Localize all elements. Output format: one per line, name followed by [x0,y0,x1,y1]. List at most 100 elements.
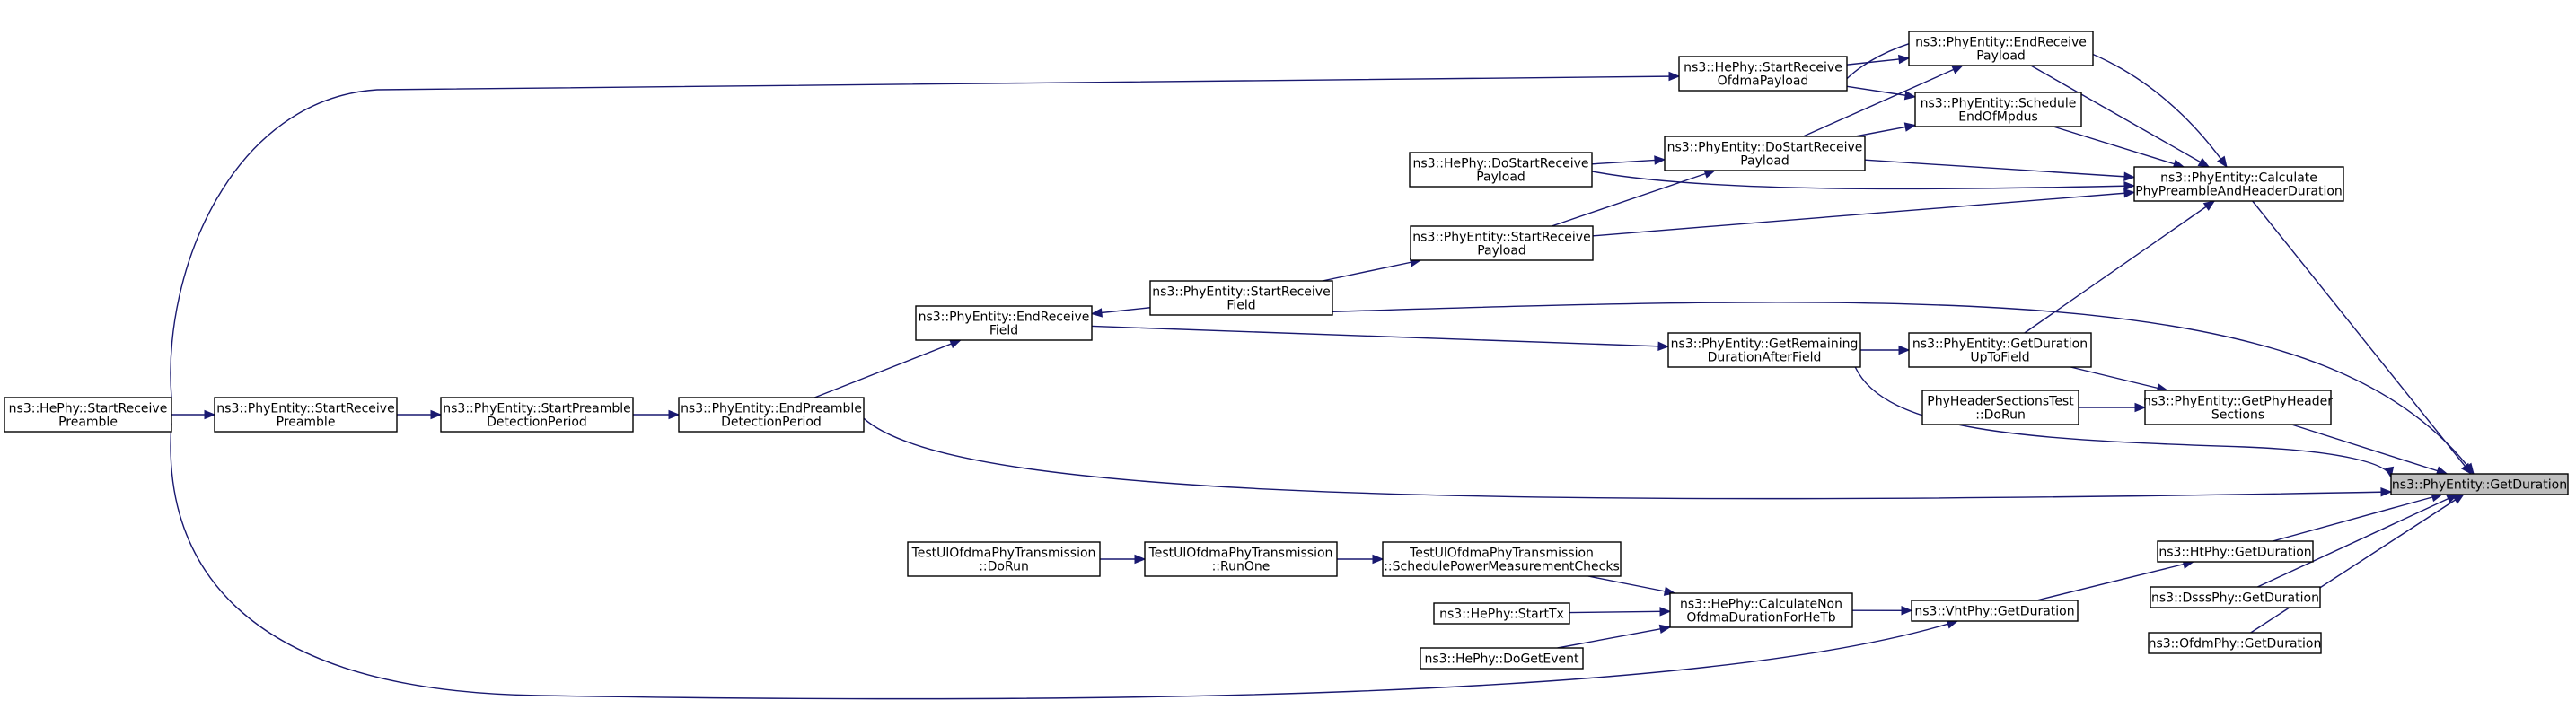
node-label-line: ns3::PhyEntity::GetDuration [2392,478,2567,493]
edge-calc_preamble_header-to-getduration [2252,200,2473,476]
node-box [1667,332,1861,368]
edge-do_start_receive_payload-to-schedule_end_of_mpdus [1855,122,1917,137]
node-getduration[interactable]: ns3::PhyEntity::GetDuration [2390,473,2569,495]
node-box [1409,152,1593,188]
node-box [440,397,634,433]
edge-hephy_start_receive_preamble-to-phyentity_start_receive_preamble [171,409,216,420]
arrowhead-icon [2217,155,2228,169]
node-box [1921,390,2079,425]
node-label-line: EndOfMpdus [1958,110,2038,125]
edge-line [2024,200,2215,334]
node-label-line: TestUlOfdmaPhyTransmission [911,547,1096,561]
arrowhead-icon [430,409,443,420]
arrowhead-icon [1372,554,1385,565]
node-label-line: Preamble [277,416,336,430]
edge-get_remaining_duration-to-get_duration_uptofield [1860,345,1911,355]
node-label-line: ns3::HePhy::StartReceive [1684,61,1842,75]
arrowhead-icon [2380,486,2393,497]
node-box [2133,166,2344,202]
node-phy-header-sections-test[interactable]: PhyHeaderSectionsTest::DoRun [1921,390,2079,425]
edge-do_run_ulofdma-to-run_one [1100,554,1147,565]
arrowhead-icon [1898,345,1911,355]
arrowhead-icon [1654,155,1666,165]
node-label-line: ns3::HePhy::DoStartReceive [1412,157,1588,171]
node-box [1420,647,1584,670]
edge-do_start_receive_payload-to-calc_preamble_header [1864,159,2136,181]
node-label-line: Sections [2211,408,2264,423]
node-vht-getduration[interactable]: ns3::VhtPhy::GetDuration [1911,600,2079,622]
node-box [678,397,865,433]
edge-hephy_starttx-to-calc_nonofdma [1569,607,1672,617]
edge-ofdm_getduration-to-getduration [2250,494,2465,634]
node-schedule-power[interactable]: TestUlOfdmaPhyTransmission::SchedulePowe… [1382,541,1622,577]
arrowhead-icon [2452,494,2465,504]
node-box [1144,541,1338,577]
node-box [2390,473,2569,495]
edge-line [813,339,962,398]
node-label-line: Payload [1477,244,1526,258]
edge-start_preamble_detection-to-end_preamble_detection [633,409,681,420]
edge-phy_header_sections_test-to-get_phy_header_sections [2079,402,2147,413]
arrowhead-icon [204,409,216,420]
node-label-line: OfdmaPayload [1718,74,1809,89]
edge-line [2291,424,2448,475]
arrowhead-icon [1659,607,1672,617]
edge-line [170,423,1958,700]
node-label-line: ns3::PhyEntity::StartReceive [1152,285,1330,300]
node-box [1908,332,2092,368]
edges [170,31,2475,700]
node-box [2144,390,2332,425]
node-ht-getduration[interactable]: ns3::HtPhy::GetDuration [2157,540,2314,563]
edge-start_receive_payload-to-calc_preamble_header [1592,188,2136,237]
node-label-line: ns3::PhyEntity::EndReceive [919,311,1090,325]
node-ofdm-getduration[interactable]: ns3::OfdmPhy::GetDuration [2148,632,2322,654]
arrowhead-icon [1090,308,1103,318]
node-box [1664,136,1866,171]
arrowhead-icon [1901,606,1913,616]
node-run-one[interactable]: TestUlOfdmaPhyTransmission::RunOne [1144,541,1338,577]
arrowhead-icon [1903,122,1917,132]
edge-line [1551,170,1716,227]
edge-line [863,417,2392,500]
node-dsss-getduration[interactable]: ns3::DsssPhy::GetDuration [2150,586,2321,608]
node-label-line: Payload [1740,154,1789,169]
node-hephy-starttx[interactable]: ns3::HePhy::StartTx [1433,602,1570,625]
edge-line [1846,57,1910,66]
node-calc-nonofdma[interactable]: ns3::HePhy::CalculateNonOfdmaDurationFor… [1669,592,1853,628]
arrowhead-icon [1134,554,1147,565]
node-box [915,305,1093,341]
node-label-line: TestUlOfdmaPhyTransmission [1409,547,1594,561]
node-box [1908,31,2094,66]
node-do-run-ulofdma[interactable]: TestUlOfdmaPhyTransmission::DoRun [907,541,1101,577]
edge-line [2053,126,2185,168]
node-get-remaining-duration[interactable]: ns3::PhyEntity::GetRemainingDurationAfte… [1667,332,1861,368]
node-start-preamble-detection[interactable]: ns3::PhyEntity::StartPreambleDetectionPe… [440,397,634,433]
node-end-preamble-detection[interactable]: ns3::PhyEntity::EndPreambleDetectionPeri… [678,397,865,433]
edge-end_preamble_detection-to-end_receive_field [813,339,962,398]
arrowhead-icon [2123,181,2136,191]
node-calc-preamble-header[interactable]: ns3::PhyEntity::CalculatePhyPreambleAndH… [2133,166,2344,202]
node-label-line: ns3::PhyEntity::GetRemaining [1671,337,1859,352]
node-label-line: ns3::PhyEntity::EndPreamble [681,402,862,416]
node-label-line: ns3::HePhy::StartReceive [9,402,168,416]
node-hephy-dogetevent[interactable]: ns3::HePhy::DoGetEvent [1420,647,1584,670]
node-label-line: ns3::PhyEntity::StartReceive [1412,231,1590,245]
node-label-line: DetectionPeriod [721,416,822,430]
edge-get_duration_uptofield-to-get_phy_header_sections [2070,366,2169,393]
node-label-line: ns3::HePhy::DoGetEvent [1424,652,1579,667]
node-label-line: UpToField [1970,351,2029,365]
node-label-line: TestUlOfdmaPhyTransmission [1148,547,1333,561]
edge-hephy_do_start_receive_payload-to-calc_preamble_header [1591,171,2136,191]
